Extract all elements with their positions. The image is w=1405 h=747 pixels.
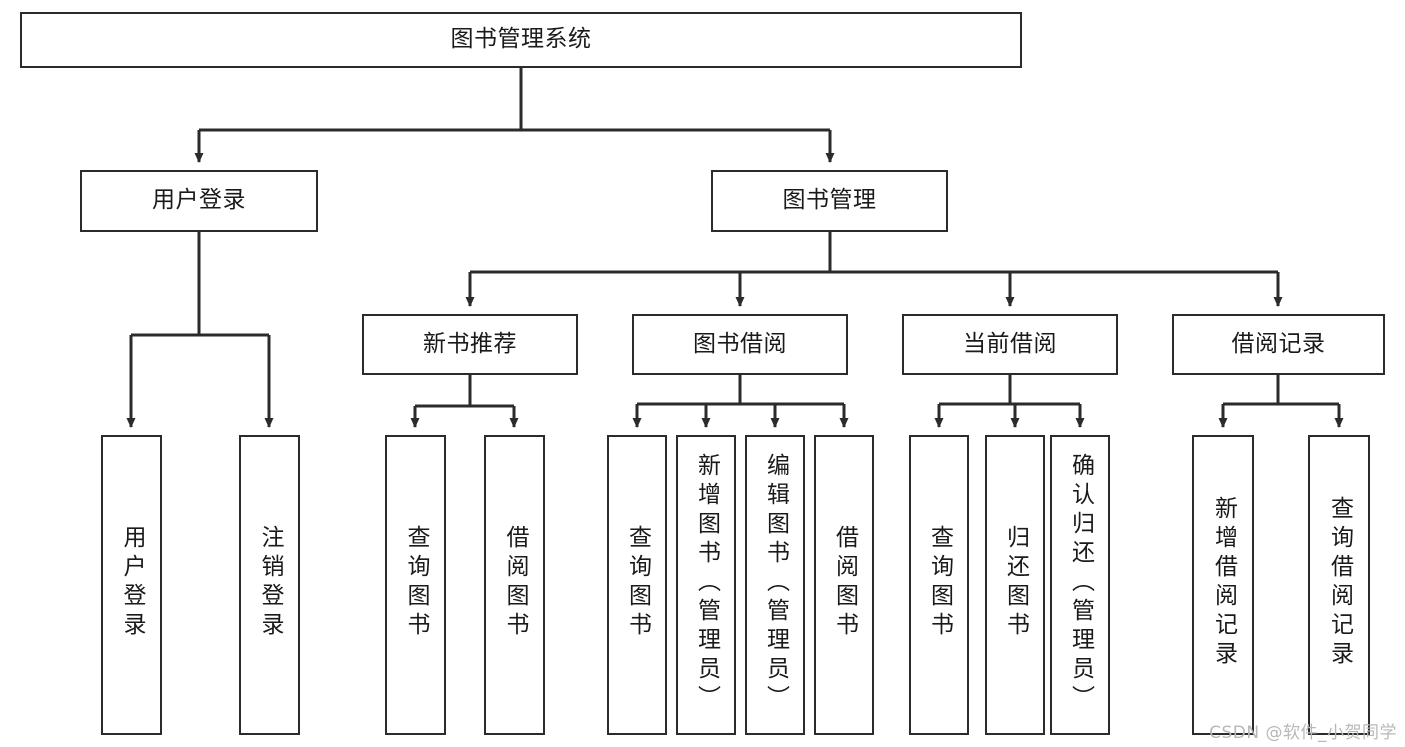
- node-label: 确认归还（管理员）: [1067, 452, 1094, 714]
- node-root[interactable]: 图书管理系统: [20, 12, 1022, 68]
- node-label: 借阅图书: [502, 525, 528, 641]
- node-label: 借阅记录: [1231, 330, 1326, 357]
- node-leaf-7[interactable]: 借阅图书: [814, 435, 874, 735]
- node-label: 图书借阅: [693, 330, 787, 357]
- node-level3-2[interactable]: 当前借阅: [902, 314, 1118, 375]
- node-label: 注销登录: [257, 525, 283, 641]
- node-label: 新增图书（管理员）: [693, 452, 720, 714]
- node-label: 查询图书: [926, 525, 953, 641]
- watermark-text: CSDN @软件_小贺同学: [1209, 723, 1397, 743]
- node-leaf-4[interactable]: 查询图书: [607, 435, 667, 735]
- node-leaf-2[interactable]: 查询图书: [385, 435, 446, 735]
- node-label: 图书管理: [782, 187, 877, 214]
- node-label: 查询借阅记录: [1326, 496, 1353, 670]
- node-label: 新书推荐: [423, 330, 517, 357]
- node-leaf-1[interactable]: 注销登录: [239, 435, 300, 735]
- node-leaf-9[interactable]: 归还图书: [985, 435, 1045, 735]
- node-level3-3[interactable]: 借阅记录: [1172, 314, 1385, 375]
- node-leaf-3[interactable]: 借阅图书: [484, 435, 545, 735]
- node-level2-0[interactable]: 用户登录: [80, 170, 318, 232]
- node-leaf-5[interactable]: 新增图书（管理员）: [676, 435, 736, 735]
- node-level3-0[interactable]: 新书推荐: [362, 314, 578, 375]
- node-leaf-11[interactable]: 新增借阅记录: [1192, 435, 1254, 735]
- node-leaf-0[interactable]: 用户登录: [101, 435, 162, 735]
- node-label: 当前借阅: [963, 330, 1057, 357]
- node-label: 新增借阅记录: [1210, 496, 1237, 670]
- node-level3-1[interactable]: 图书借阅: [632, 314, 848, 375]
- node-leaf-10[interactable]: 确认归还（管理员）: [1050, 435, 1110, 735]
- node-label: 查询图书: [624, 525, 651, 641]
- node-level2-1[interactable]: 图书管理: [711, 170, 948, 232]
- node-label: 查询图书: [403, 525, 429, 641]
- node-label: 编辑图书（管理员）: [762, 452, 789, 714]
- node-label: 借阅图书: [831, 525, 858, 641]
- node-label: 用户登录: [119, 525, 145, 641]
- node-label: 图书管理系统: [450, 26, 592, 53]
- node-leaf-6[interactable]: 编辑图书（管理员）: [745, 435, 805, 735]
- node-label: 归还图书: [1002, 525, 1029, 641]
- node-label: 用户登录: [152, 187, 246, 214]
- node-leaf-8[interactable]: 查询图书: [909, 435, 969, 735]
- node-leaf-12[interactable]: 查询借阅记录: [1308, 435, 1370, 735]
